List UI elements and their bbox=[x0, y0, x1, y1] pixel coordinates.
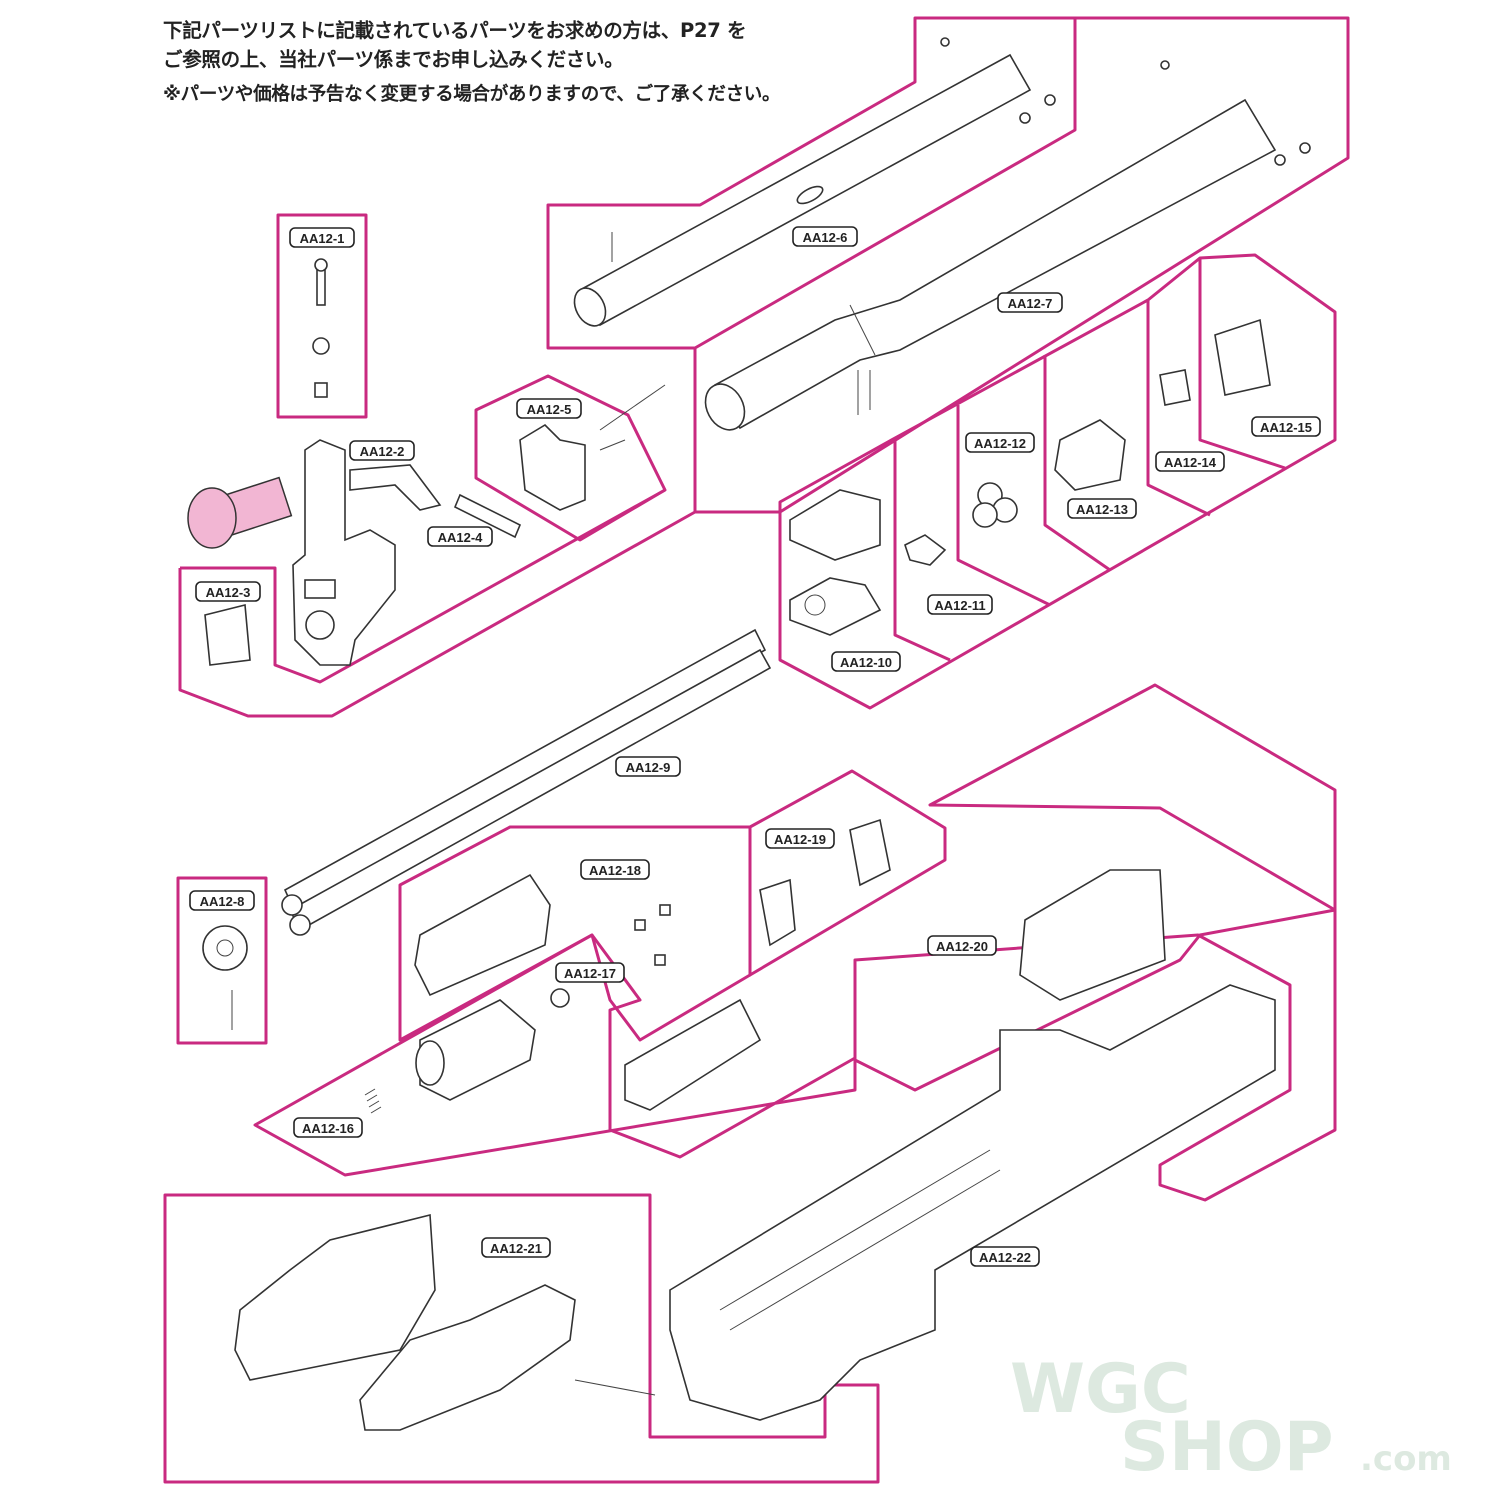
svg-text:AA12-4: AA12-4 bbox=[438, 530, 484, 545]
part-aa12-18-small bbox=[634, 904, 671, 966]
label-aa12-1: AA12-1 bbox=[289, 227, 355, 248]
label-aa12-6: AA12-6 bbox=[792, 226, 858, 247]
part-aa12-10-bottom bbox=[789, 577, 882, 636]
part-aa12-2-adapter bbox=[292, 439, 442, 666]
label-aa12-18: AA12-18 bbox=[580, 859, 650, 880]
part-aa12-6-barrel bbox=[573, 37, 1056, 327]
group-outline-aa12-10-15 bbox=[778, 253, 1337, 710]
svg-text:AA12-13: AA12-13 bbox=[1076, 502, 1128, 517]
part-aa12-20 bbox=[1019, 869, 1166, 1001]
watermark-wgc: WGC bbox=[1010, 1350, 1191, 1429]
part-aa12-16-motor bbox=[364, 999, 536, 1114]
parts-drawings bbox=[187, 37, 1311, 1431]
part-aa12-4-pin bbox=[453, 493, 522, 539]
group-outline-aa12-2-4 bbox=[180, 488, 666, 684]
part-aa12-1-pin bbox=[312, 258, 330, 398]
svg-text:AA12-21: AA12-21 bbox=[490, 1241, 542, 1256]
svg-text:AA12-20: AA12-20 bbox=[936, 939, 988, 954]
group-outline-aa12-8 bbox=[176, 876, 268, 1045]
part-aa12-21-lower bbox=[359, 1284, 576, 1431]
part-aa12-12 bbox=[972, 482, 1018, 528]
group-divider bbox=[893, 438, 951, 662]
part-aa12-7-outer-barrel bbox=[704, 60, 1311, 431]
group-divider bbox=[1198, 258, 1286, 470]
svg-text:AA12-2: AA12-2 bbox=[360, 444, 405, 459]
label-aa12-19: AA12-19 bbox=[765, 828, 835, 849]
part-aa12-18-frame bbox=[414, 873, 551, 997]
group-divider bbox=[956, 405, 1051, 607]
label-aa12-5: AA12-5 bbox=[516, 398, 582, 419]
svg-text:AA12-8: AA12-8 bbox=[200, 894, 245, 909]
part-aa12-22-receiver bbox=[669, 984, 1276, 1421]
svg-text:AA12-12: AA12-12 bbox=[974, 436, 1026, 451]
svg-text:AA12-22: AA12-22 bbox=[979, 1250, 1031, 1265]
instruction-line-1: 下記パーツリストに記載されているパーツをお求めの方は、P27 を bbox=[163, 19, 747, 42]
group-outline-aa12-19 bbox=[748, 769, 947, 977]
disclaimer-line: ※パーツや価格は予告なく変更する場合がありますので、ご了承ください。 bbox=[163, 84, 781, 105]
part-aa12-21-upper bbox=[234, 1213, 436, 1381]
part-aa12-19b bbox=[849, 818, 891, 887]
part-aa12-9-tubes bbox=[281, 628, 772, 936]
label-aa12-20: AA12-20 bbox=[927, 935, 997, 956]
group-outline-aa12-16-17 bbox=[253, 933, 857, 1177]
part-aa12-19 bbox=[759, 878, 796, 947]
group-outline-aa12-3 bbox=[178, 510, 696, 718]
svg-text:AA12-10: AA12-10 bbox=[840, 655, 892, 670]
label-aa12-17: AA12-17 bbox=[555, 962, 625, 983]
part-aa12-5 bbox=[519, 423, 586, 511]
svg-text:AA12-16: AA12-16 bbox=[302, 1121, 354, 1136]
label-aa12-16: AA12-16 bbox=[293, 1117, 363, 1138]
svg-text:AA12-3: AA12-3 bbox=[206, 585, 251, 600]
label-aa12-13: AA12-13 bbox=[1067, 498, 1137, 519]
instruction-line-2: ご参照の上、当社パーツ係までお申し込みください。 bbox=[163, 48, 624, 71]
watermark-shop: SHOP bbox=[1120, 1408, 1334, 1487]
group-divider bbox=[1043, 355, 1111, 572]
label-aa12-9: AA12-9 bbox=[615, 756, 681, 777]
label-aa12-10: AA12-10 bbox=[831, 651, 901, 672]
label-aa12-15: AA12-15 bbox=[1251, 416, 1321, 437]
part-aa12-14 bbox=[1159, 369, 1191, 406]
part-stock-plug-highlight bbox=[187, 476, 293, 549]
svg-text:AA12-5: AA12-5 bbox=[527, 402, 572, 417]
part-aa12-13 bbox=[1054, 419, 1126, 491]
group-divider bbox=[1146, 300, 1211, 517]
part-aa12-3 bbox=[204, 603, 251, 666]
svg-text:AA12-18: AA12-18 bbox=[589, 863, 641, 878]
svg-text:AA12-11: AA12-11 bbox=[934, 598, 985, 613]
label-aa12-4: AA12-4 bbox=[427, 526, 493, 547]
part-aa12-11 bbox=[904, 534, 947, 566]
watermark: WGC SHOP .com bbox=[1010, 1350, 1452, 1487]
label-aa12-12: AA12-12 bbox=[965, 432, 1035, 453]
part-aa12-10-top bbox=[789, 489, 881, 561]
svg-text:AA12-19: AA12-19 bbox=[774, 832, 826, 847]
group-outline-aa12-1 bbox=[276, 213, 368, 419]
label-aa12-8: AA12-8 bbox=[189, 890, 255, 911]
svg-text:AA12-7: AA12-7 bbox=[1008, 296, 1053, 311]
label-aa12-7: AA12-7 bbox=[997, 292, 1063, 313]
svg-text:AA12-6: AA12-6 bbox=[803, 230, 848, 245]
svg-text:AA12-15: AA12-15 bbox=[1260, 420, 1312, 435]
svg-text:AA12-1: AA12-1 bbox=[300, 231, 345, 246]
label-aa12-3: AA12-3 bbox=[195, 581, 261, 602]
group-outline-aa12-7 bbox=[693, 16, 1350, 514]
watermark-com: .com bbox=[1360, 1439, 1452, 1479]
label-aa12-11: AA12-11 bbox=[927, 594, 993, 615]
label-aa12-22: AA12-22 bbox=[970, 1246, 1040, 1267]
group-outline-aa12-20 bbox=[853, 683, 1337, 1202]
svg-text:AA12-14: AA12-14 bbox=[1164, 455, 1217, 470]
part-aa12-20b bbox=[624, 998, 762, 1111]
label-aa12-14: AA12-14 bbox=[1155, 451, 1225, 472]
svg-text:AA12-9: AA12-9 bbox=[626, 760, 671, 775]
part-aa12-8 bbox=[202, 925, 248, 1030]
group-outline-aa12-18 bbox=[398, 825, 752, 1042]
part-labels: AA12-1 AA12-2 AA12-3 AA12-4 AA12-5 AA12-… bbox=[189, 226, 1321, 1267]
part-aa12-15 bbox=[1214, 318, 1271, 396]
label-aa12-2: AA12-2 bbox=[349, 440, 415, 461]
label-aa12-21: AA12-21 bbox=[481, 1237, 551, 1258]
svg-text:AA12-17: AA12-17 bbox=[564, 966, 616, 981]
part-aa12-17 bbox=[550, 988, 570, 1008]
